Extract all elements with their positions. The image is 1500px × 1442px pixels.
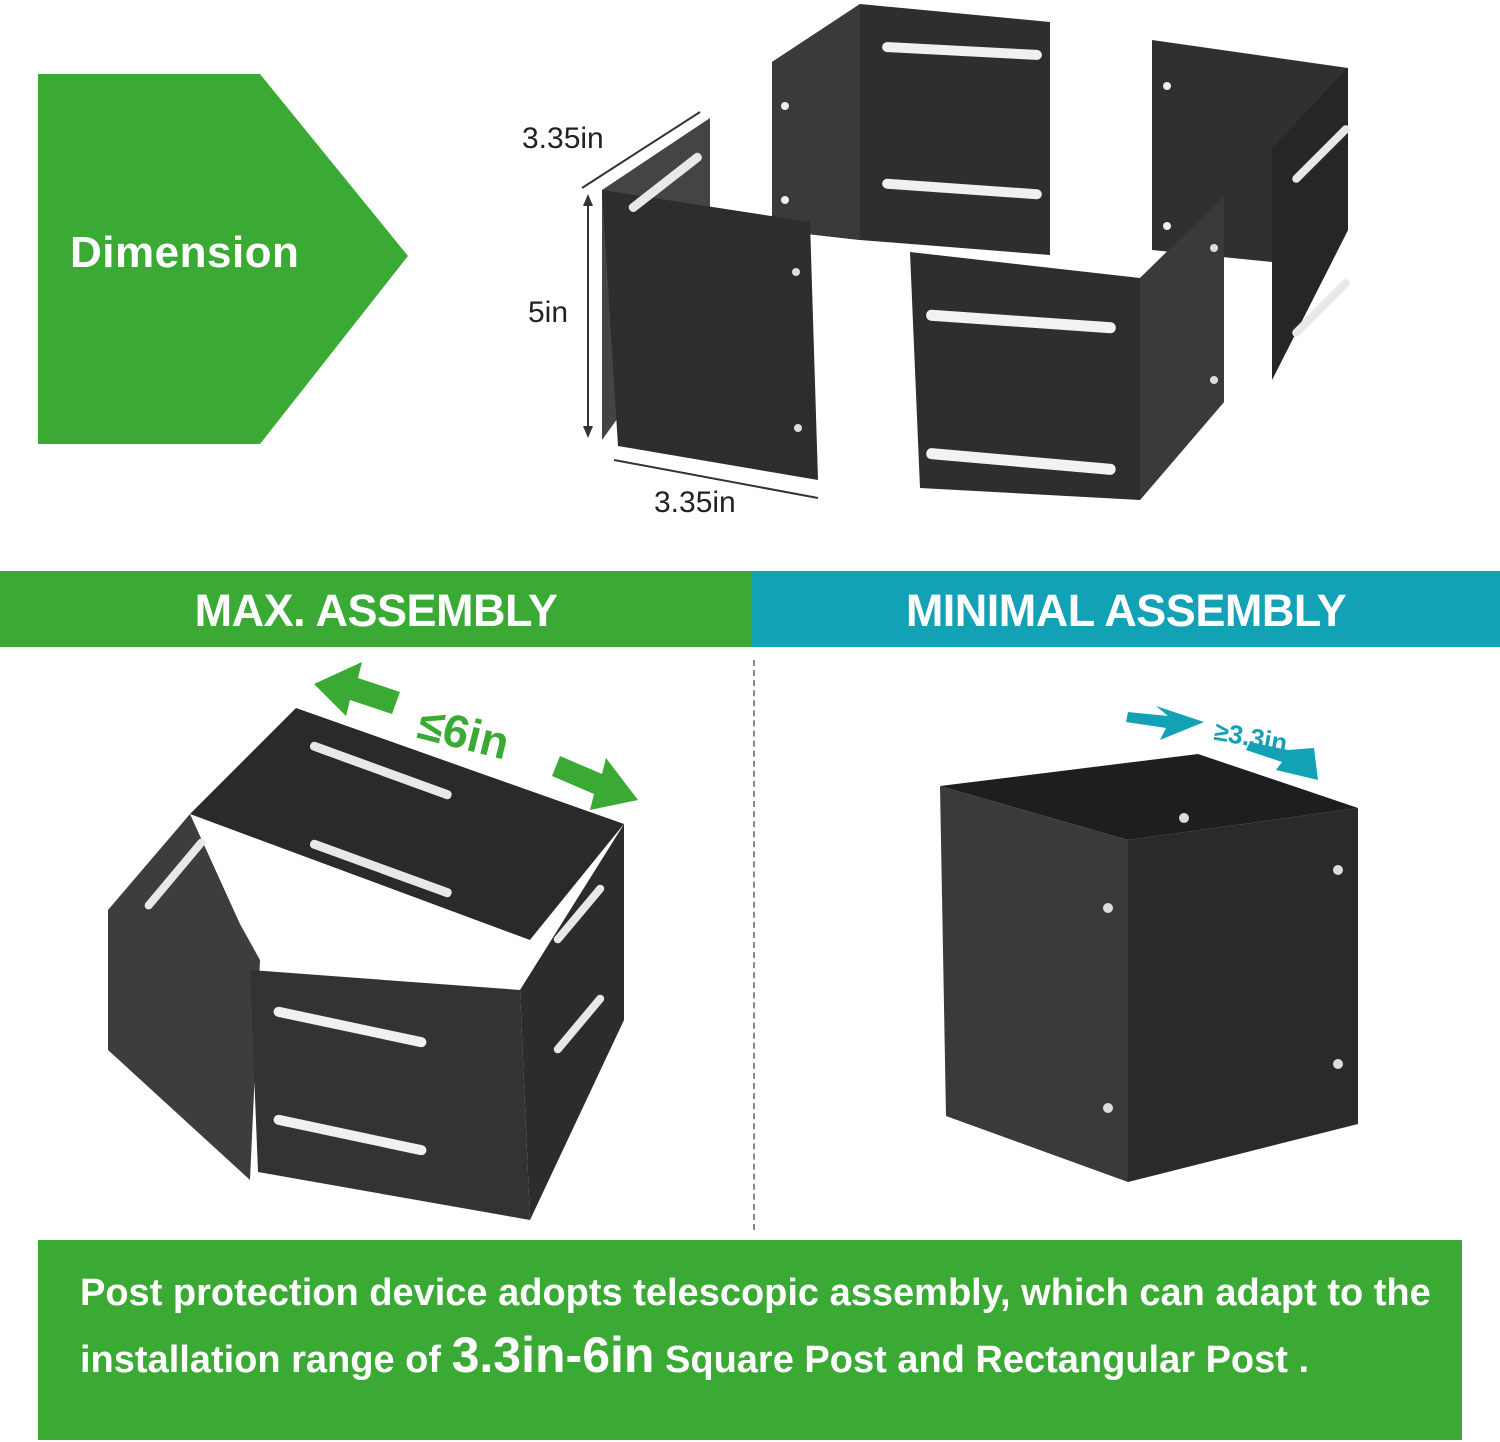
max-assembly-illustration [108, 662, 638, 1220]
minimal-assembly-header: MINIMAL ASSEMBLY [752, 571, 1500, 647]
max-assembly-header: MAX. ASSEMBLY [0, 571, 752, 647]
dimension-label: Dimension [70, 228, 300, 277]
minimal-assembly-title: MINIMAL ASSEMBLY [905, 585, 1347, 636]
description-box: Post protection device adopts telescopic… [38, 1240, 1462, 1440]
description-text: Post protection device adopts telescopic… [80, 1262, 1440, 1391]
section-divider [753, 660, 755, 1230]
description-part2: Square Post and Rectangular Post . [654, 1339, 1310, 1381]
minimal-assembly-illustration [940, 706, 1358, 1182]
dimension-width-bottom: 3.35in [654, 486, 736, 519]
brackets-disassembled-illustration [581, 4, 1350, 500]
dimension-width-top: 3.35in [522, 122, 604, 155]
description-range: 3.3in-6in [451, 1327, 655, 1383]
dimension-height: 5in [528, 296, 569, 329]
description-part1: Post protection device adopts telescopic… [80, 1272, 1431, 1381]
dimension-arrow-banner [38, 74, 408, 444]
max-assembly-title: MAX. ASSEMBLY [194, 585, 558, 636]
